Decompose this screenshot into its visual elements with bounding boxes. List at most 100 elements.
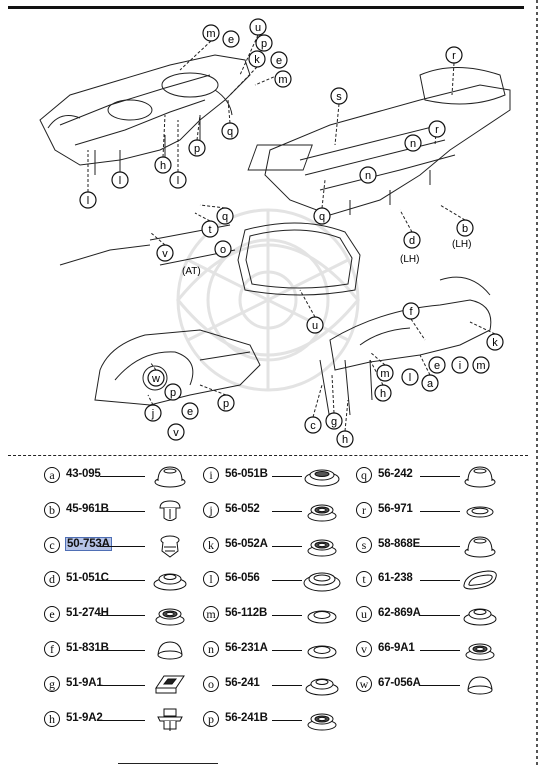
cap-plug-icon [460, 672, 500, 703]
callout-r: r [445, 46, 463, 64]
diagram-notes: (AT) (LH) (LH) [182, 239, 471, 277]
svg-text:h: h [160, 160, 166, 172]
part-code-highlighted: 50-753A [65, 536, 112, 551]
grommet-ribbed-icon [302, 498, 342, 529]
callout-e: e [270, 51, 288, 69]
callout-l: l [111, 171, 129, 189]
callout-i: i [451, 356, 469, 374]
part-code: 51-051C [66, 572, 109, 585]
svg-text:k: k [254, 54, 260, 66]
part-leader-line [100, 615, 145, 617]
callout-e: e [222, 30, 240, 48]
top-rule [8, 6, 524, 9]
svg-text:s: s [336, 91, 342, 103]
callout-t: t [201, 220, 219, 238]
part-code: 66-9A1 [378, 642, 415, 654]
callout-u: u [306, 316, 324, 334]
callout-p: p [217, 394, 235, 412]
callout-leader-20 [410, 318, 426, 341]
callout-v: v [156, 244, 174, 262]
svg-text:o: o [220, 244, 226, 256]
callout-l: l [169, 171, 187, 189]
callout-leader-0 [179, 40, 212, 71]
callout-k: k [248, 50, 266, 68]
body-side-left-drawing [94, 329, 261, 406]
grommet-dome-icon [460, 463, 500, 494]
svg-text:w: w [151, 373, 160, 385]
part-letter: p [203, 710, 219, 727]
grommet-ring-icon [302, 602, 342, 633]
part-code: 51-9A2 [66, 711, 103, 724]
callout-m: m [472, 356, 490, 374]
windshield-drawing [59, 222, 361, 296]
callout-m: m [274, 70, 292, 88]
callout-o: o [214, 240, 232, 258]
callout-m: m [202, 24, 220, 42]
push-plug-icon [150, 498, 190, 529]
part-code: 51-274H [66, 607, 109, 620]
svg-text:m: m [206, 28, 215, 40]
callout-w: w [147, 369, 165, 387]
svg-text:j: j [151, 408, 154, 420]
svg-text:e: e [187, 406, 193, 418]
part-letter: k [203, 536, 219, 553]
part-leader-line [420, 615, 460, 617]
grommet-ribbed-icon [302, 533, 342, 564]
push-clip-icon [150, 533, 190, 564]
part-letter: s [356, 536, 372, 553]
part-row-w: w 67-056A [0, 672, 547, 698]
cap-plug-icon [150, 637, 190, 668]
part-leader-line [272, 684, 302, 686]
part-code: 67-056A [378, 676, 421, 689]
callout-leader-19 [299, 289, 316, 318]
callout-q: q [221, 122, 239, 140]
svg-text:u: u [312, 320, 318, 332]
svg-text:g: g [331, 416, 337, 428]
grommet-dome-icon [460, 533, 500, 564]
fastener-clip-icon [150, 707, 190, 738]
part-leader-line [420, 580, 460, 582]
part-letter: f [44, 641, 60, 657]
part-code: 56-112B [225, 607, 268, 620]
svg-text:h: h [380, 388, 386, 400]
svg-text:k: k [492, 337, 498, 349]
svg-text:i: i [459, 360, 461, 372]
callout-leader-4 [227, 99, 231, 124]
svg-text:l: l [409, 372, 411, 384]
svg-text:n: n [410, 138, 416, 150]
page-edge [536, 0, 538, 768]
square-grommet-icon [150, 672, 190, 703]
callout-leader-2 [229, 66, 258, 96]
part-letter: w [356, 675, 372, 692]
callout-m: m [376, 364, 394, 382]
callout-leader-28 [331, 374, 335, 414]
part-leader-line [272, 580, 302, 582]
callout-g: g [325, 412, 343, 430]
svg-text:t: t [208, 224, 211, 236]
callout-leader-25 [369, 351, 386, 366]
watermark-emblem [176, 208, 360, 392]
part-leader-line [272, 476, 302, 477]
callout-r: r [428, 120, 446, 138]
callout-leader-5 [162, 114, 166, 158]
svg-text:m: m [476, 360, 485, 372]
body-side-right-drawing [319, 276, 492, 421]
svg-text:q: q [222, 211, 228, 223]
section-divider [8, 455, 528, 456]
callout-h: h [336, 430, 354, 448]
svg-text:r: r [452, 50, 456, 62]
part-leader-line [272, 545, 302, 547]
svg-text:m: m [380, 368, 389, 380]
grommet-large-icon [302, 567, 342, 598]
